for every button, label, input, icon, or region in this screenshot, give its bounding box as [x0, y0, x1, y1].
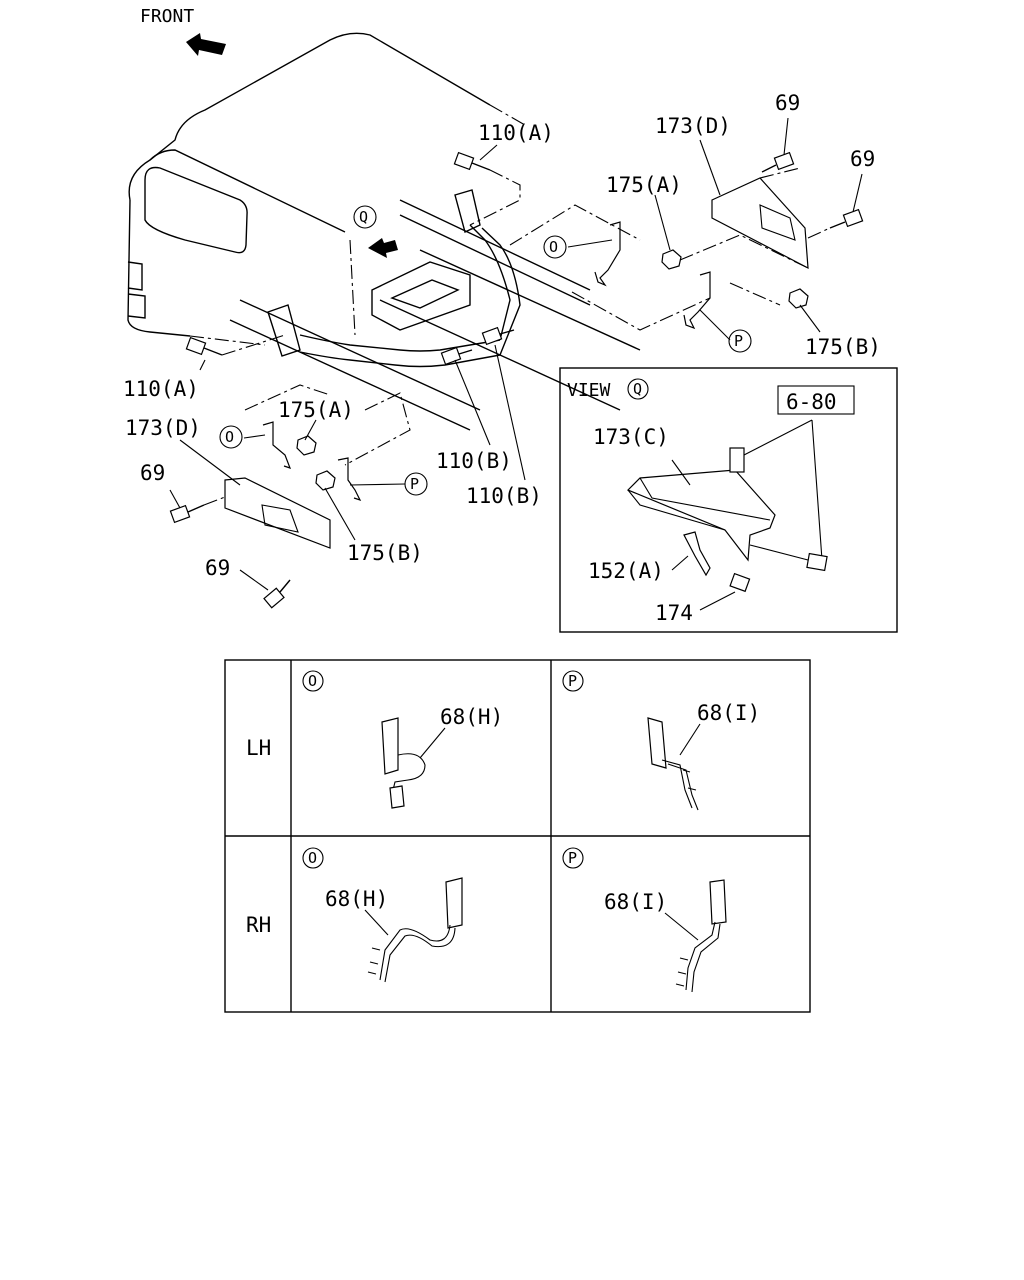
nut-175a-left — [296, 435, 317, 456]
bracket-173c — [626, 469, 776, 562]
label-173c: 173(C) — [593, 425, 669, 449]
bracket-p-left — [337, 457, 362, 502]
bracket-variant-table: LH RH O 68(H) P 68(I) O 68(H) — [224, 659, 811, 1013]
label-152a: 152(A) — [588, 559, 664, 583]
brackets — [224, 177, 809, 549]
row-label-lh: LH — [246, 736, 271, 760]
front-indicator: FRONT — [140, 6, 226, 56]
leader-lines — [169, 117, 863, 591]
nut-175b-left — [315, 470, 336, 491]
cell-rh-p: P 68(I) — [562, 847, 727, 993]
label-69-right2: 69 — [850, 147, 875, 171]
cell-lh-p-marker: P — [568, 672, 577, 690]
cell-rh-o-part: 68(H) — [325, 887, 388, 911]
label-173d-left: 173(D) — [125, 416, 201, 440]
front-label: FRONT — [140, 6, 194, 27]
ref-box-label: 6-80 — [786, 390, 837, 414]
bracket-p-right — [683, 271, 711, 330]
label-175a-left: 175(A) — [278, 398, 354, 422]
label-175b-right: 175(B) — [805, 335, 881, 359]
part-labels: 110(A) 173(D) 69 69 175(A) Q O P 175(B) … — [123, 91, 881, 580]
view-q-frame — [559, 367, 898, 633]
cell-lh-o-part: 68(H) — [440, 705, 503, 729]
nut-175b-right — [788, 288, 809, 309]
bolt-110a-top — [453, 151, 491, 171]
label-69-left1: 69 — [140, 461, 165, 485]
bolt-69-left2 — [263, 579, 291, 609]
frame-rail — [229, 189, 641, 431]
bracket-173d-right — [711, 177, 809, 270]
label-110b-2: 110(B) — [466, 484, 542, 508]
assembly-lines — [203, 167, 831, 506]
cell-rh-p-part: 68(I) — [604, 890, 667, 914]
cell-lh-o: O 68(H) — [302, 670, 503, 809]
cell-lh-p: P 68(I) — [562, 670, 760, 811]
label-110a-top: 110(A) — [478, 121, 554, 145]
marker-p-left: P — [410, 475, 419, 493]
label-175a-right: 175(A) — [606, 173, 682, 197]
marker-view-q: Q — [359, 208, 368, 226]
fasteners — [169, 151, 864, 609]
label-174: 174 — [655, 601, 693, 625]
ref-box — [777, 385, 855, 415]
bolt-69-right1 — [761, 151, 795, 173]
view-q-title-marker: Q — [633, 380, 642, 398]
nut-175a-right — [661, 249, 682, 270]
cell-lh-o-marker: O — [308, 672, 317, 690]
bolt-110b-2 — [481, 326, 515, 346]
label-173d-right: 173(D) — [655, 114, 731, 138]
bracket-152a — [683, 531, 711, 577]
view-q-arrow-icon — [368, 238, 398, 258]
label-110b-1: 110(B) — [436, 449, 512, 473]
bolt-110a-left — [185, 336, 223, 356]
cell-rh-p-marker: P — [568, 849, 577, 867]
bracket-o-right — [594, 221, 621, 287]
bolt-69-right2 — [829, 208, 864, 229]
label-69-right1: 69 — [775, 91, 800, 115]
label-110a-left: 110(A) — [123, 377, 199, 401]
row-label-rh: RH — [246, 913, 271, 937]
cell-lh-p-part: 68(I) — [697, 701, 760, 725]
bracket-o-left — [262, 421, 292, 469]
marker-o-right: O — [549, 238, 558, 256]
front-arrow-icon — [186, 33, 226, 56]
view-q-inset: VIEW Q 6-80 173(C) 152(A) 174 — [559, 367, 898, 633]
bolt-110b-1 — [440, 346, 473, 366]
marker-o-left: O — [225, 428, 234, 446]
bracket-173d-left — [224, 477, 331, 549]
label-175b-left: 175(B) — [347, 541, 423, 565]
view-q-title: VIEW — [567, 380, 611, 401]
label-69-left2: 69 — [205, 556, 230, 580]
marker-p-right: P — [734, 332, 743, 350]
cell-rh-o-marker: O — [308, 849, 317, 867]
cab-body-outline — [127, 32, 526, 346]
cell-rh-o: O 68(H) — [302, 847, 463, 983]
bolt-69-left1 — [169, 504, 205, 524]
